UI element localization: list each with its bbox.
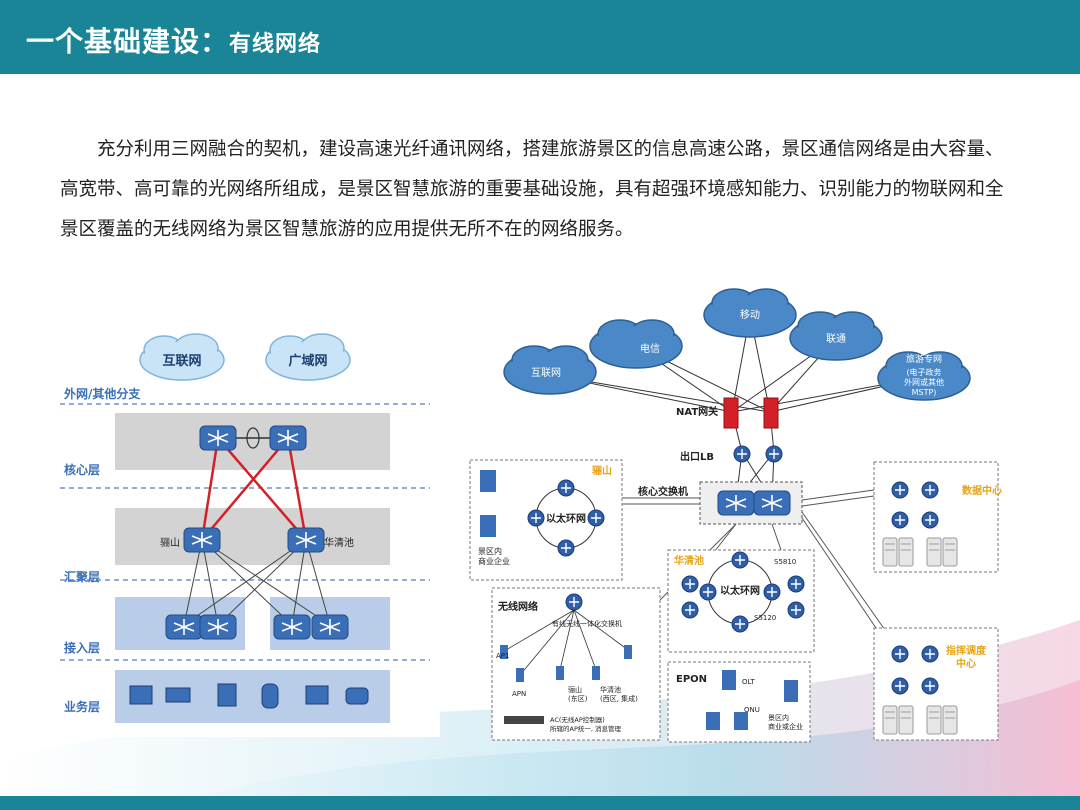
node-label-lishan: 骊山 — [160, 537, 180, 549]
nat-firewall-icon — [763, 397, 779, 429]
core-layer-band — [115, 413, 390, 470]
ap-icon — [500, 645, 508, 659]
lishan-box-title: 骊山 — [592, 464, 612, 477]
nat-firewall-icon — [723, 397, 739, 429]
phone-icon — [261, 683, 279, 709]
aggregation-switch-icon — [183, 527, 221, 553]
wireless-box — [491, 587, 661, 741]
monitor-icon — [129, 685, 153, 705]
cloud-label-internet: 互联网 — [162, 354, 201, 369]
aggregation-switch-icon — [287, 527, 325, 553]
s5120-label: S5120 — [754, 614, 776, 622]
layer-label-external: 外网/其他分支 — [64, 386, 141, 401]
epon-title: EPON — [676, 674, 707, 685]
s5810-label: S5810 — [774, 558, 796, 566]
wireless-box-title: 无线网络 — [497, 600, 538, 613]
lb-icon — [733, 445, 751, 463]
ac-label: AC(无线AP控制器)所辖的AP统一, 消息管理 — [550, 715, 621, 733]
left-network-diagram: 外网/其他分支 核心层 汇聚层 接入层 业务层 互联网 广域网 骊山 华清池 — [60, 300, 440, 737]
core-switch-icon — [269, 425, 307, 451]
cloud-label-tourism: 旅游专网 — [906, 353, 942, 365]
laptop-icon — [165, 687, 191, 703]
access-switch-icon — [273, 614, 311, 640]
cloud-label-internet-right: 互联网 — [531, 367, 561, 379]
lishan-enterprise-label: 景区内商业企业 — [478, 546, 510, 566]
node-label-huaqingchi: 华清池 — [324, 536, 354, 549]
huaqingchi-box-title: 华清池 — [674, 554, 704, 567]
wireless-switch-label: 有线无线一体化交换机 — [552, 619, 622, 628]
lb-label: 出口LB — [680, 450, 714, 463]
building-icon — [480, 515, 496, 537]
cloud-label-wan: 广域网 — [288, 353, 327, 369]
ap-icon — [624, 645, 632, 659]
ap-icon — [516, 668, 524, 682]
huaqingchi-ring-label: 以太环网 — [720, 584, 760, 597]
core-switch-icon — [199, 425, 237, 451]
cloud-label-mobile: 移动 — [740, 308, 760, 321]
access-switch-icon — [199, 614, 237, 640]
ip-phone-icon — [345, 687, 369, 705]
nat-label: NAT网关 — [676, 405, 718, 418]
cloud-label-unicom: 联通 — [826, 333, 846, 345]
building-icon — [480, 470, 496, 492]
building-icon — [784, 680, 798, 702]
ap-icon — [556, 666, 564, 680]
access-switch-icon — [311, 614, 349, 640]
huaqing-ap-label: 华清池(西区, 集成) — [600, 685, 638, 703]
lb-icon — [765, 445, 783, 463]
core-switch-label: 核心交换机 — [638, 485, 688, 498]
olt-icon — [722, 670, 736, 690]
layer-label-service: 业务层 — [64, 699, 100, 714]
title-sub: 有线网络 — [229, 32, 322, 57]
core-switch-icon — [753, 490, 791, 516]
command-center-title: 指挥调度中心 — [946, 644, 987, 670]
layer-label-access: 接入层 — [64, 640, 100, 655]
intro-paragraph: 充分利用三网融合的契机，建设高速光纤通讯网络，搭建旅游景区的信息高速公路，景区通… — [60, 139, 1004, 240]
onu-label: ONU — [744, 706, 760, 714]
aggregation-layer-band — [115, 508, 390, 565]
footer-bar — [0, 796, 1080, 810]
onu-icon — [706, 712, 720, 730]
lishan-ring-label: 以太环网 — [546, 512, 586, 525]
epon-enterprise-label: 景区内商业或企业 — [768, 713, 803, 731]
cloud-label-telecom: 电信 — [640, 342, 660, 355]
service-layer-band — [115, 670, 390, 723]
cloud-icon — [589, 319, 683, 369]
access-switch-icon — [165, 614, 203, 640]
header-bar: 一个基础建设：有线网络 — [0, 0, 1080, 74]
data-center-title: 数据中心 — [962, 484, 1002, 497]
title-main: 一个基础建设： — [26, 25, 230, 58]
layer-label-core: 核心层 — [64, 462, 100, 477]
lishan-ap-label: 骊山(东区) — [568, 685, 588, 703]
page-title: 一个基础建设：有线网络 — [26, 20, 321, 60]
apn-label: APN — [512, 690, 526, 698]
ac-controller-icon — [504, 716, 544, 724]
onu-icon — [734, 712, 748, 730]
ap1-label: AP1 — [496, 652, 509, 660]
workstation-icon — [305, 685, 329, 705]
layer-label-aggregation: 汇聚层 — [64, 570, 100, 584]
ap-icon — [592, 666, 600, 680]
printer-icon — [217, 683, 237, 707]
olt-label: OLT — [742, 678, 755, 686]
core-switch-icon — [717, 490, 755, 516]
